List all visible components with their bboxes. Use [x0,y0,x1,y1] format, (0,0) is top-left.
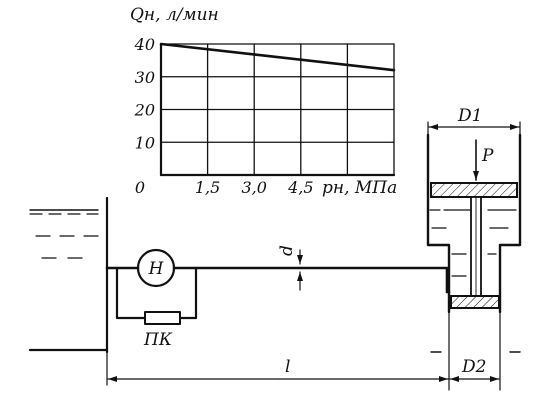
rod-diameter-label: D2 [461,357,486,377]
chart-origin-label: 0 [135,178,145,197]
cylinder-left-wall [426,133,451,314]
pump-circle [136,248,176,288]
chart-y-tick-label: 20 [134,101,155,120]
rod-diameter-dimension: D2 [430,311,521,391]
chart-x-tick-label: 3,0 [241,178,266,197]
pipe-length-dimension: l [106,351,449,386]
rod-end-plate [450,295,500,309]
cylinder-diameter-dimension: D1 [427,106,521,136]
pipe-length-label: l [285,357,290,377]
chart-series-line-0 [159,42,396,72]
chart-grid [159,42,396,177]
reservoir [28,196,109,354]
chart-y-tick-label: 10 [135,133,155,152]
pump-label: H [148,259,165,279]
cylinder-diameter-label: D1 [457,106,482,126]
pipe-diameter-dimension: d [277,245,303,291]
chart-y-tick-label: 40 [134,35,155,54]
chart-series-layer [159,42,396,72]
chart-x-tick-label: 1,5 [195,178,220,197]
chart-y-tick-label: 30 [135,68,155,87]
liquid-level-marks [29,209,99,259]
pump-characteristic-chart: 10 20 30 40 1,5 3,0 4,5 0 Qн, л/мин pн, МПа [130,5,397,198]
relief-valve-label: ПК [143,330,173,350]
chart-y-axis-label: Qн, л/мин [130,5,219,25]
relief-valve-body [144,311,181,325]
pipe-diameter-label: d [277,245,297,256]
bypass-line [115,266,198,320]
force-label: P [481,146,494,166]
cylinder-right-wall [498,133,522,314]
chart-x-axis-label: pн, МПа [322,178,397,198]
chart-x-tick-labels: 1,5 3,0 4,5 [195,178,314,197]
cylinder-liquid-marks [429,209,517,277]
chart-y-tick-labels: 10 20 30 40 [134,35,155,152]
piston-top [430,182,518,198]
chart-x-tick-label: 4,5 [287,178,313,197]
pump: H [136,248,176,288]
hydraulic-cylinder: P [426,133,522,314]
relief-valve: ПК [143,311,181,350]
